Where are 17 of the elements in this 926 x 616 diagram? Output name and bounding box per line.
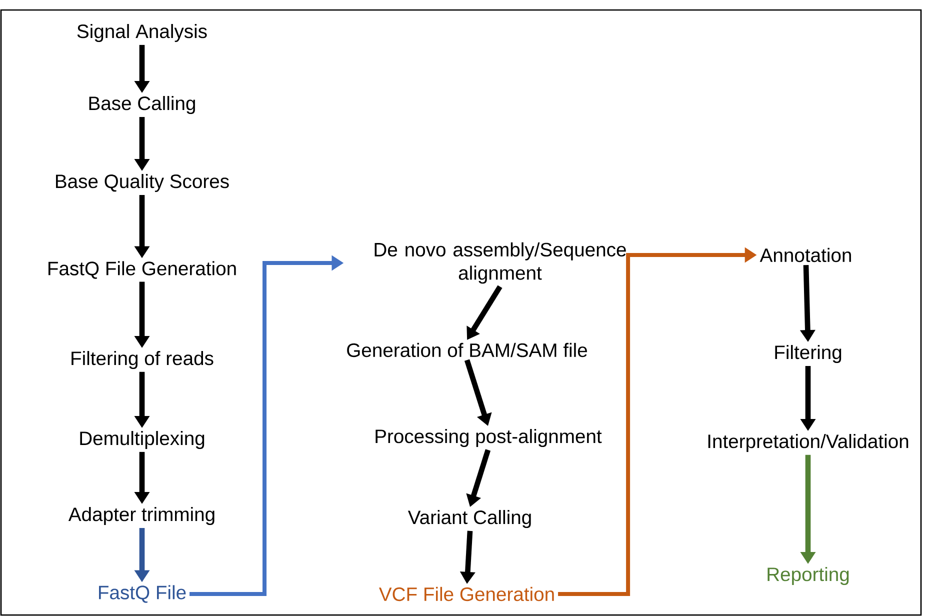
step-label: Filtering [775, 344, 842, 363]
step-label: VCF File Generation [378, 586, 554, 602]
step-label: Adapter trimming [68, 506, 214, 525]
step-label: Signal Analysis [77, 24, 207, 42]
step-label: Annotation [760, 248, 851, 262]
step-label: Base Quality Scores [56, 174, 229, 192]
step-label: FastQ File [99, 585, 186, 603]
step-label: Demultiplexing [80, 430, 204, 449]
step-label: Filtering of reads [72, 350, 214, 369]
step-label: Base Calling [89, 96, 195, 114]
step-label: De novo assembly/Sequence alignment [374, 242, 626, 284]
step-label: Interpretation/Validation [708, 434, 908, 452]
step-label: Generation of BAM/SAM file [347, 342, 587, 358]
step-label: Processing post-alignment [376, 428, 602, 447]
step-label: Reporting [768, 566, 849, 585]
step-label: FastQ File Generation [48, 261, 236, 279]
step-label: Variant Calling [408, 510, 531, 528]
